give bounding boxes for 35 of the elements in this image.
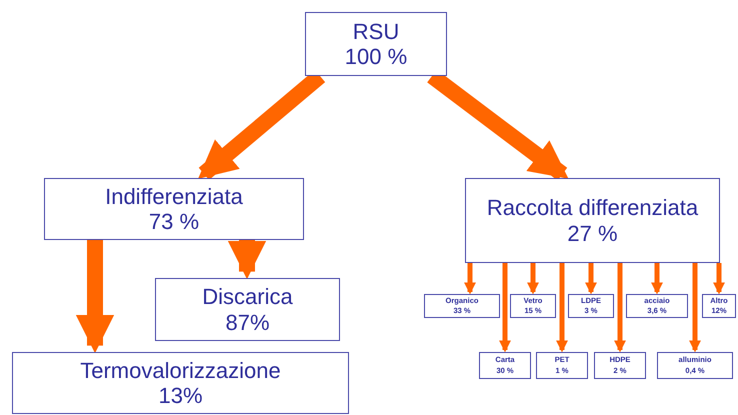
category-box — [12, 352, 349, 414]
arrow — [76, 240, 114, 354]
arrow — [585, 263, 597, 294]
percentage: 13% — [158, 383, 203, 408]
category-name: Termovalorizzazione — [80, 358, 281, 383]
arrow — [556, 263, 568, 352]
arrow — [228, 240, 266, 280]
category-box — [626, 294, 688, 318]
category-box — [44, 178, 304, 240]
category-box — [568, 294, 614, 318]
category-box — [510, 294, 556, 318]
category-box — [479, 352, 531, 379]
arrow — [527, 263, 539, 294]
category-box — [465, 178, 720, 263]
category-box — [702, 294, 736, 318]
category-box — [424, 294, 500, 318]
category-name: Raccolta differenziata — [486, 195, 698, 220]
percentage: 73 % — [148, 209, 200, 234]
category-name: Indifferenziata — [105, 184, 243, 209]
category-box — [536, 352, 588, 379]
category-name: RSU — [352, 18, 400, 44]
percentage: 100 % — [344, 44, 408, 70]
category-box — [657, 352, 733, 379]
category-name: Discarica — [202, 284, 293, 310]
percentage: 27 % — [567, 220, 618, 246]
arrow — [614, 263, 626, 352]
arrow — [713, 263, 725, 294]
arrow — [651, 263, 663, 294]
arrow — [499, 263, 511, 352]
arrow — [689, 263, 701, 352]
category-box — [305, 12, 447, 76]
percentage: 87% — [225, 310, 270, 335]
arrow — [464, 263, 476, 294]
category-box — [155, 278, 340, 341]
category-box — [594, 352, 646, 379]
